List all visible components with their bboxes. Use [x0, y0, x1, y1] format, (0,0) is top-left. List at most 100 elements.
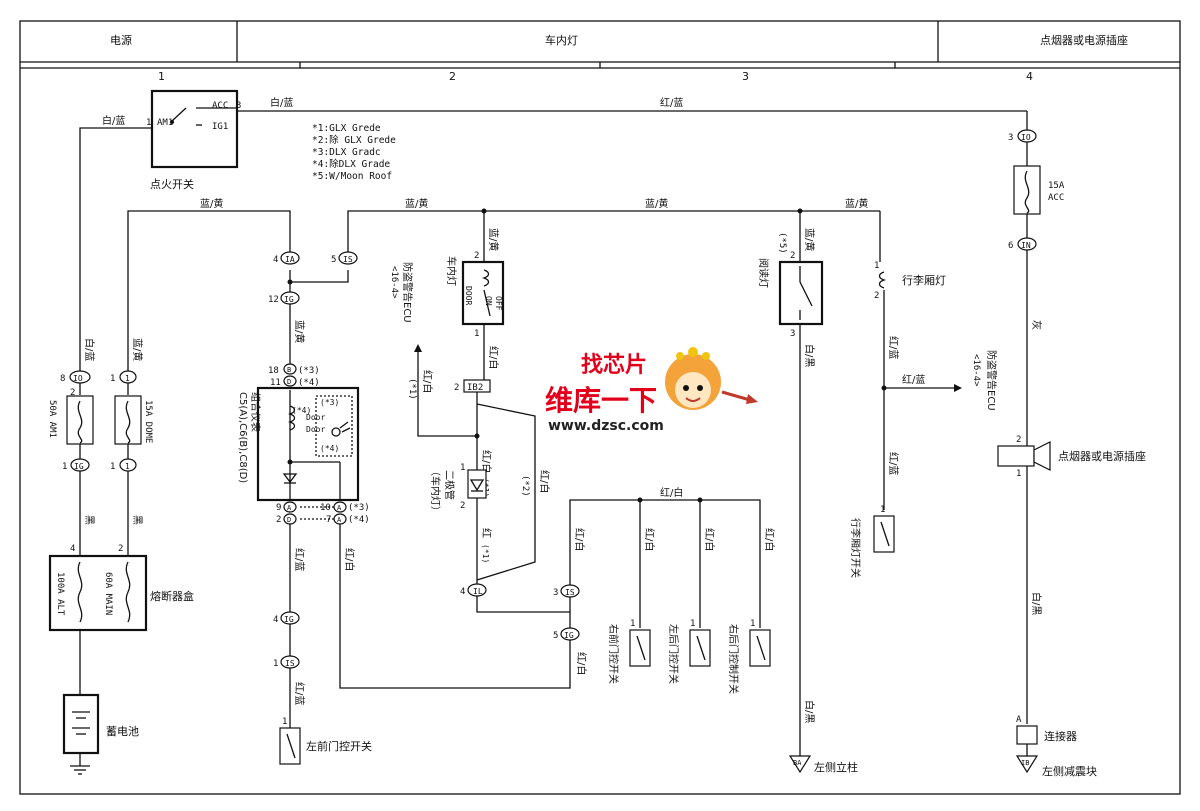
- svg-text:A: A: [337, 516, 342, 524]
- svg-text:3: 3: [790, 329, 795, 339]
- svg-text:1: 1: [110, 374, 115, 384]
- svg-text:Door: Door: [306, 425, 325, 434]
- wire-label-red-white-s2: 红/白: [538, 470, 551, 493]
- lf-door-switch-label: 左前门控开关: [306, 739, 372, 753]
- connector-is-1: IS 1: [273, 655, 300, 669]
- svg-text:4: 4: [273, 255, 278, 265]
- svg-text:100A ALT: 100A ALT: [55, 572, 65, 616]
- svg-text:1: 1: [110, 462, 115, 472]
- connector-io-1: IO 8: [60, 370, 91, 384]
- svg-text:2: 2: [70, 388, 75, 398]
- header-power: 电源: [110, 33, 132, 47]
- svg-text:50A AM1: 50A AM1: [47, 400, 57, 438]
- svg-text:1: 1: [630, 619, 635, 629]
- connector-d-11: D 11 (*4): [270, 375, 320, 388]
- wire-label-red-blue-ecu: 红/蓝: [902, 373, 925, 386]
- connector-ib2: IB2 2: [454, 379, 491, 393]
- svg-text:1: 1: [750, 619, 755, 629]
- svg-text:IS: IS: [565, 588, 575, 597]
- wire-label-red-white-ecu: 红/白: [421, 370, 434, 393]
- right-rear-door-switch: 1 右后门控制开关: [727, 619, 771, 694]
- wire-label-red-blue-c2: 红/蓝: [293, 682, 306, 705]
- rr-door-switch-label: 右后门控制开关: [727, 624, 740, 694]
- wire-label-red-blue-trunk1: 红/蓝: [887, 336, 900, 359]
- svg-text:(*4): (*4): [298, 378, 320, 388]
- svg-text:A: A: [1016, 715, 1022, 725]
- combination-meter: C5(A),C6(B),C8(D) 组合仪表 (*3) (*4) (*4) Do…: [237, 386, 360, 502]
- svg-text:IN: IN: [1021, 241, 1031, 250]
- connector-dome-bottom: 1 1: [110, 458, 137, 472]
- svg-text:OFF: OFF: [494, 296, 503, 311]
- column-2: 2: [449, 70, 456, 83]
- wire-label-blue-yellow-lamp: 蓝/黄: [487, 228, 500, 251]
- svg-text:二极管: 二极管: [443, 470, 456, 500]
- ignition-pin-right: 3: [236, 101, 241, 111]
- reading-lamp: 阅读灯: [757, 258, 824, 326]
- svg-text:3: 3: [553, 588, 558, 598]
- battery-label: 蓄电池: [106, 725, 139, 738]
- svg-text:IB: IB: [1021, 759, 1029, 767]
- watermark-url: www.dzsc.com: [548, 418, 664, 434]
- wire-label-red-white-diode: 红/白: [480, 450, 493, 473]
- svg-text:IG: IG: [284, 295, 294, 304]
- wire-label-red-white-b4: 红/白: [763, 528, 776, 551]
- svg-text:IS: IS: [285, 659, 295, 668]
- wire-label-blue-yellow-read: 蓝/黄: [803, 228, 816, 251]
- svg-text:12: 12: [268, 295, 279, 305]
- variant-notes: *1:GLX Grede *2:除 GLX Grede *3:DLX Gradc…: [312, 123, 396, 182]
- wire-label-red-white-b2: 红/白: [643, 528, 656, 551]
- svg-text:（车内灯）: （车内灯）: [429, 466, 442, 516]
- ignition-title: 点火开关: [150, 177, 194, 191]
- wire-label-red-white-c1: 红/白: [343, 548, 356, 571]
- svg-text:(*3): (*3): [320, 398, 339, 407]
- wire-label-white-black-read2: 白/黑: [803, 700, 816, 723]
- svg-text:1: 1: [125, 462, 130, 471]
- note-4: *4:除DLX Grade: [312, 158, 390, 170]
- svg-text:ACC: ACC: [1048, 193, 1064, 203]
- svg-text:IA: IA: [285, 255, 295, 264]
- lighter-label: 点烟器或电源插座: [1058, 449, 1146, 463]
- ground-left-shock-label: 左侧减震块: [1042, 765, 1097, 778]
- svg-text:2: 2: [454, 383, 459, 393]
- wire-label-black-1: 黑: [83, 515, 95, 525]
- wire-label-red-white-ig5: 红/白: [575, 652, 588, 675]
- svg-text:6: 6: [1008, 241, 1013, 251]
- watermark-badge: 找芯片: [581, 353, 647, 378]
- wire-label-red-white-b1: 红/白: [573, 528, 586, 551]
- battery: 蓄电池: [62, 693, 139, 775]
- column-4: 4: [1026, 70, 1033, 83]
- trunk-lamp-switch: 1 行李厢灯开关: [849, 505, 895, 578]
- svg-text:2: 2: [276, 515, 281, 525]
- wire-label-white-black-read: 白/黑: [803, 344, 816, 367]
- wire-label-white-black-lighter: 白/黑: [1030, 592, 1043, 615]
- svg-text:1: 1: [474, 329, 479, 339]
- svg-text:DOOR: DOOR: [464, 286, 473, 305]
- connector-a-10: A 10 (*3): [320, 501, 370, 513]
- wire-label-red-white-bus: 红/白: [660, 486, 683, 499]
- wire-label-gray: 灰: [1030, 320, 1043, 330]
- svg-text:阅读灯: 阅读灯: [757, 258, 770, 288]
- wire-label-blue-yellow-cluster: 蓝/黄: [293, 320, 306, 343]
- theft-ecu-label-left: 防盗警告ECU: [401, 262, 414, 323]
- svg-text:<16-4>: <16-4>: [971, 354, 981, 387]
- diagram-frame: [19, 20, 1181, 795]
- svg-text:ON: ON: [484, 296, 493, 306]
- trunk-switch-label: 行李厢灯开关: [849, 518, 862, 578]
- note-1: *1:GLX Grede: [312, 123, 381, 134]
- svg-text:(*1): (*1): [407, 378, 417, 400]
- fuse-15a-acc: 15A ACC: [1013, 165, 1065, 215]
- ignition-switch: AM1 ACC IG1 1 3 点火开关: [146, 89, 241, 191]
- ground-ib: IB 左侧减震块: [1015, 755, 1097, 778]
- wire-label-blue-yellow-d: 蓝/黄: [845, 197, 868, 210]
- connector-b-18: B 18 (*3): [268, 363, 320, 376]
- fuse-50a-am1: 50A AM1: [47, 395, 94, 445]
- svg-text:IG: IG: [564, 631, 574, 640]
- svg-text:1: 1: [460, 463, 465, 473]
- svg-text:B: B: [287, 366, 291, 374]
- wire-label-red-blue-c1: 红/蓝: [293, 548, 306, 571]
- svg-text:组合仪表: 组合仪表: [249, 392, 262, 432]
- watermark-mascot-icon: [665, 347, 721, 410]
- svg-text:IL: IL: [473, 587, 483, 596]
- ground-left-pillar-label: 左侧立柱: [814, 760, 858, 774]
- column-1: 1: [158, 70, 165, 83]
